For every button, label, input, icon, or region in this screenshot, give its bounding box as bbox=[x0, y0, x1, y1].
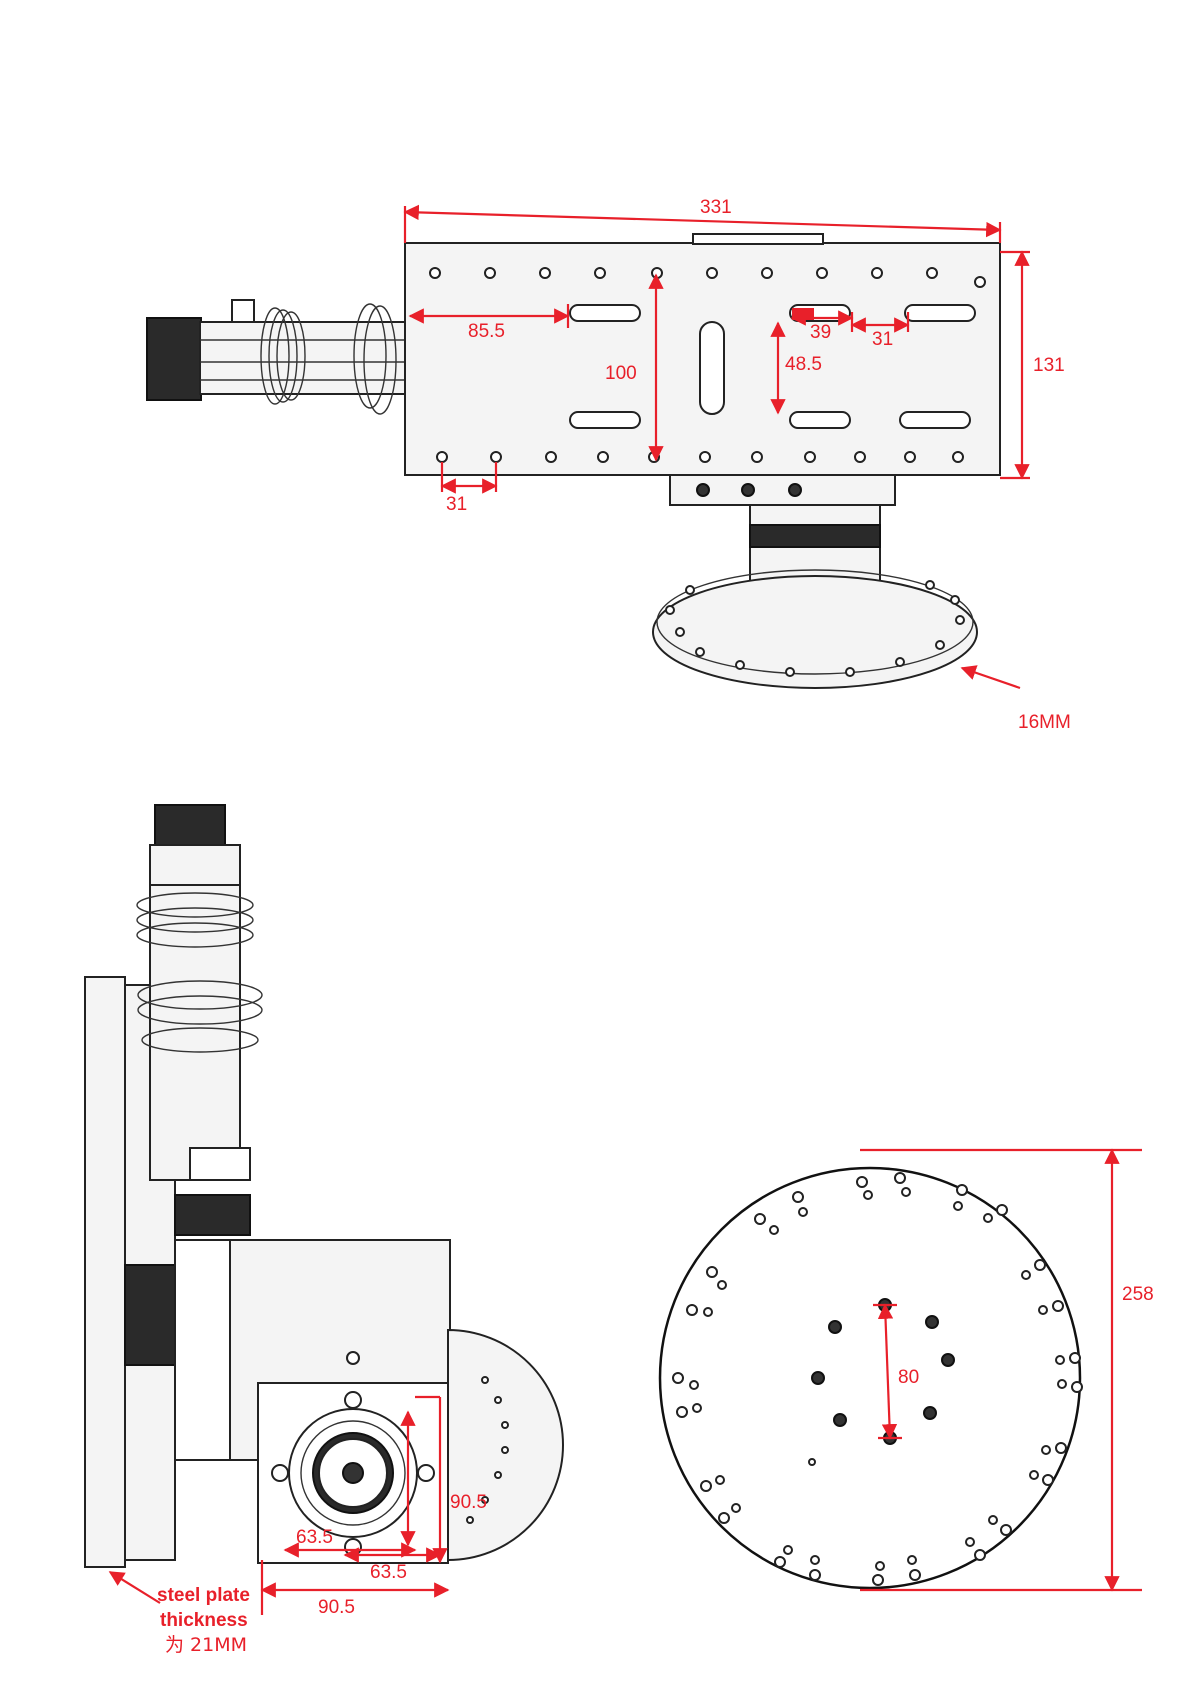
motor-body bbox=[199, 321, 409, 395]
vertical-plate bbox=[84, 976, 126, 1568]
dim-overall-length: 331 bbox=[700, 197, 732, 218]
dim-vertical-span: 100 bbox=[605, 363, 637, 384]
dim-slot-gap: 31 bbox=[872, 329, 893, 350]
motor-mount-dark bbox=[124, 1264, 176, 1366]
dim-slot-vertical: 48.5 bbox=[785, 354, 822, 375]
side-cable-coil bbox=[136, 892, 263, 1053]
disc-outer-holes bbox=[672, 1172, 1083, 1586]
dim-flange-height: 90.5 bbox=[450, 1492, 487, 1513]
base-disc bbox=[658, 1166, 1082, 1590]
motor-block bbox=[146, 317, 202, 401]
dim-height: 131 bbox=[1033, 355, 1065, 376]
side-flange-holes bbox=[466, 1376, 509, 1524]
dim-center-spacing: 80 bbox=[898, 1367, 919, 1388]
dim-flange-width: 90.5 bbox=[318, 1597, 355, 1618]
steel-plate-note-line2: thickness bbox=[160, 1610, 248, 1631]
dim-slot-width: 39 bbox=[810, 322, 831, 343]
top-motor-block bbox=[154, 804, 226, 851]
cable-coil bbox=[260, 303, 397, 415]
base-flange-holes bbox=[665, 580, 965, 677]
disc-view: 80 258 bbox=[658, 1148, 1154, 1592]
steel-plate-note-line1: steel plate bbox=[157, 1585, 250, 1606]
dim-bolt-spacing: 63.5 bbox=[370, 1562, 407, 1583]
dim-base-plate-thickness: 16MM bbox=[1018, 712, 1071, 733]
dim-disc-diameter: 258 bbox=[1122, 1284, 1154, 1305]
steel-plate-note-line3: 为 21MM bbox=[165, 1634, 247, 1656]
dim-inner-width: 63.5 bbox=[296, 1527, 333, 1548]
dim-hole-pitch-bottom: 31 bbox=[446, 494, 467, 515]
base-flange bbox=[652, 575, 978, 689]
side-view: 90.5 63.5 63.5 90.5 steel plate thicknes… bbox=[84, 804, 564, 1656]
dim-slot-offset: 85.5 bbox=[468, 321, 505, 342]
top-view: 331 131 85.5 100 31 39 31 48.5 16MM bbox=[146, 197, 1071, 733]
